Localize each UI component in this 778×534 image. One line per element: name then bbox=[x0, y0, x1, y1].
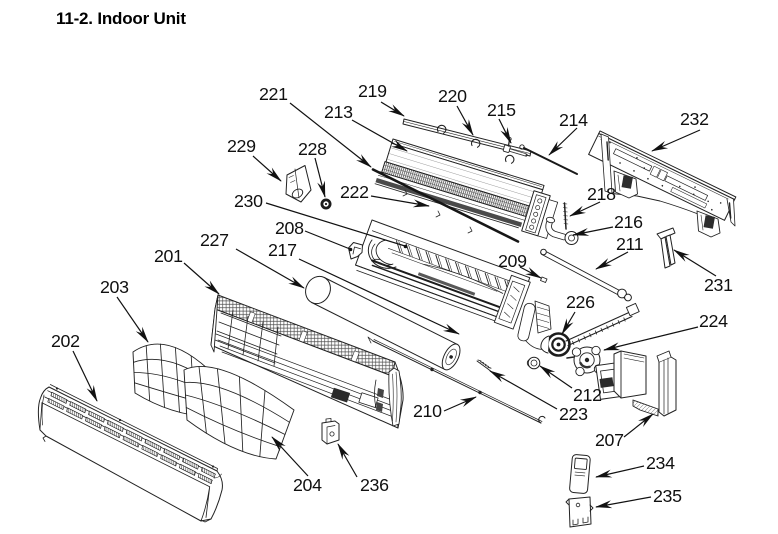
svg-text:230: 230 bbox=[234, 191, 263, 211]
svg-text:201: 201 bbox=[154, 246, 183, 266]
svg-text:222: 222 bbox=[340, 182, 369, 202]
svg-text:216: 216 bbox=[614, 212, 643, 232]
svg-text:218: 218 bbox=[587, 184, 616, 204]
svg-text:220: 220 bbox=[438, 86, 467, 106]
svg-text:232: 232 bbox=[680, 109, 709, 129]
svg-text:211: 211 bbox=[616, 234, 644, 254]
svg-text:226: 226 bbox=[566, 292, 595, 312]
svg-text:207: 207 bbox=[595, 430, 624, 450]
svg-text:203: 203 bbox=[100, 277, 129, 297]
svg-text:231: 231 bbox=[704, 275, 733, 295]
svg-text:213: 213 bbox=[324, 102, 353, 122]
svg-text:210: 210 bbox=[413, 401, 442, 421]
svg-text:212: 212 bbox=[573, 385, 602, 405]
svg-text:217: 217 bbox=[268, 240, 297, 260]
svg-text:202: 202 bbox=[51, 331, 80, 351]
svg-text:204: 204 bbox=[293, 475, 322, 495]
svg-text:219: 219 bbox=[358, 81, 387, 101]
svg-text:227: 227 bbox=[200, 230, 229, 250]
svg-text:215: 215 bbox=[487, 100, 516, 120]
svg-text:214: 214 bbox=[559, 110, 588, 130]
svg-text:224: 224 bbox=[699, 311, 728, 331]
svg-text:223: 223 bbox=[559, 404, 588, 424]
svg-text:235: 235 bbox=[653, 486, 682, 506]
svg-text:208: 208 bbox=[275, 218, 304, 238]
svg-text:229: 229 bbox=[227, 136, 256, 156]
svg-text:221: 221 bbox=[259, 84, 288, 104]
svg-text:234: 234 bbox=[646, 453, 675, 473]
svg-text:209: 209 bbox=[498, 251, 527, 271]
svg-text:236: 236 bbox=[360, 475, 389, 495]
svg-text:228: 228 bbox=[298, 139, 327, 159]
svg-text:11-2. Indoor Unit: 11-2. Indoor Unit bbox=[56, 9, 186, 28]
